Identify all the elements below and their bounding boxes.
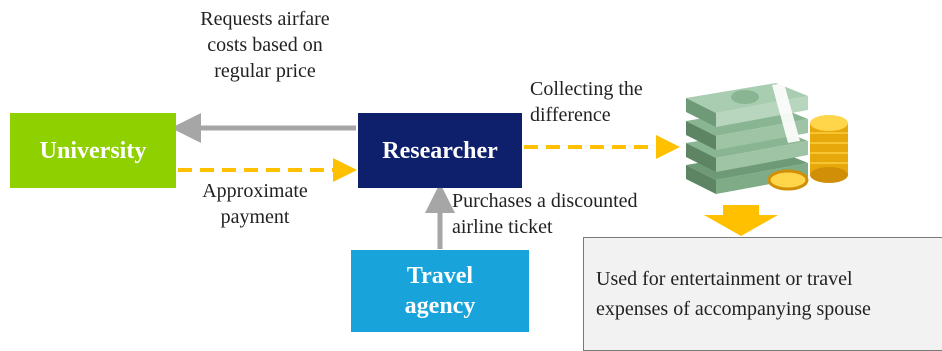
requests-label: Requests airfare costs based on regular … bbox=[200, 8, 330, 82]
coins-icon bbox=[767, 115, 848, 191]
travel-agency-node: Travel agency bbox=[351, 250, 529, 332]
researcher-node: Researcher bbox=[358, 113, 522, 188]
travel-agency-label: Travel agency bbox=[404, 263, 476, 319]
collecting-label: Collecting the difference bbox=[530, 78, 643, 126]
usage-note-text: Used for entertainment or travel expense… bbox=[596, 268, 871, 320]
approximate-label: Approximate payment bbox=[202, 180, 308, 228]
purchases-label: Purchases a discounted airline ticket bbox=[452, 190, 638, 238]
university-node: University bbox=[10, 113, 176, 188]
diagram-graphics bbox=[171, 83, 848, 249]
usage-note-box: Used for entertainment or travel expense… bbox=[583, 237, 942, 351]
university-label: University bbox=[39, 137, 147, 164]
down-arrow bbox=[704, 205, 778, 236]
researcher-label: Researcher bbox=[382, 137, 498, 164]
money-stack-icon bbox=[686, 83, 808, 194]
